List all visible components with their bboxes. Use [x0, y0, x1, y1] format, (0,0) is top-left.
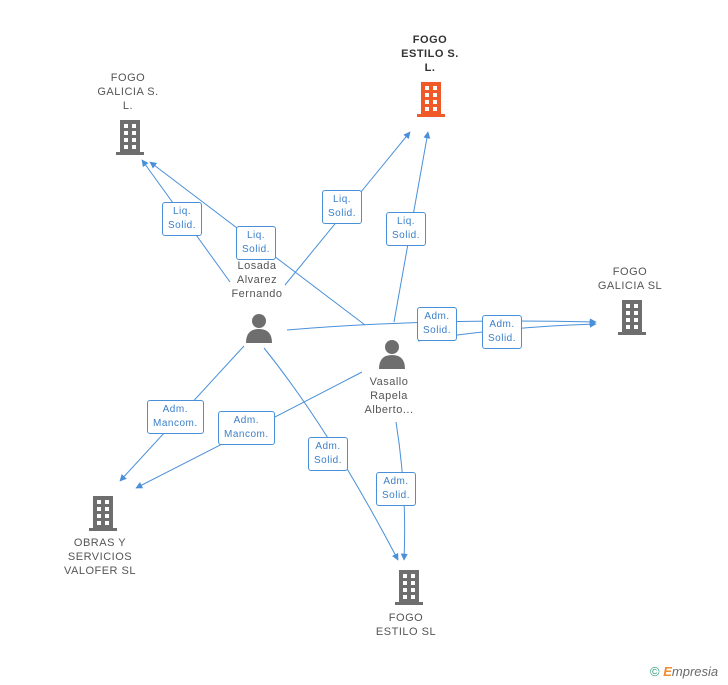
empresia-watermark: © Empresia [650, 664, 718, 679]
building-icon[interactable] [87, 496, 119, 532]
building-icon[interactable] [393, 570, 425, 606]
edge-label-adm-solid: Adm. Solid. [482, 315, 523, 349]
edge-label-adm-mancom: Adm. Mancom. [147, 400, 204, 434]
empresia-brand: mpresia [671, 664, 719, 679]
edge-label-liq-solid: Liq. Solid. [386, 212, 427, 246]
person-icon[interactable] [244, 312, 274, 344]
copyright-symbol: © [650, 664, 660, 679]
edge-label-adm-mancom: Adm. Mancom. [218, 411, 275, 445]
edge-label-liq-solid: Liq. Solid. [162, 202, 203, 236]
empresia-logo-e: E [663, 664, 672, 679]
person-label-losada[interactable]: Losada Alvarez Fernando [231, 260, 283, 300]
person-icon[interactable] [377, 338, 407, 370]
building-icon[interactable] [114, 120, 146, 156]
building-icon[interactable] [616, 300, 648, 336]
edge-label-liq-solid: Liq. Solid. [322, 190, 363, 224]
building-icon[interactable] [415, 82, 447, 118]
company-label-fogo-estilo-sl[interactable]: FOGO ESTILO SL [375, 612, 437, 638]
company-label-fogo-galicia-s-l[interactable]: FOGO GALICIA S. L. [97, 72, 159, 112]
edge-label-adm-solid: Adm. Solid. [308, 437, 349, 471]
edge-label-adm-solid: Adm. Solid. [376, 472, 417, 506]
company-label-fogo-galicia-sl[interactable]: FOGO GALICIA SL [597, 266, 663, 292]
company-label-fogo-estilo-s-l[interactable]: FOGO ESTILO S. L. [401, 34, 459, 74]
edge-label-adm-solid: Adm. Solid. [417, 307, 458, 341]
edge-label-liq-solid: Liq. Solid. [236, 226, 277, 260]
company-label-obras-valofer[interactable]: OBRAS Y SERVICIOS VALOFER SL [63, 537, 137, 577]
person-label-vasallo[interactable]: Vasallo Rapela Alberto... [364, 376, 414, 416]
